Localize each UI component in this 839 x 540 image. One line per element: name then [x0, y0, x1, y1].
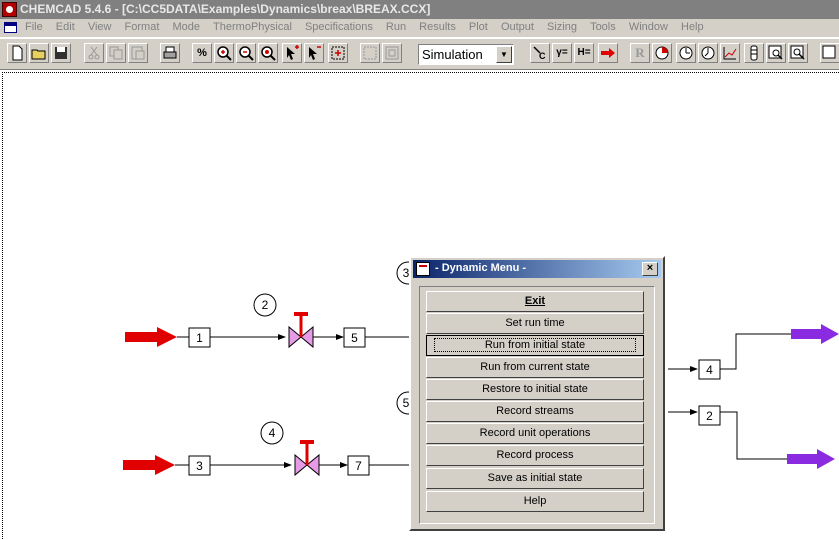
zoom-window-icon[interactable]: [766, 43, 786, 63]
gamma-settings-button[interactable]: γ=: [552, 43, 572, 63]
window-title: CHEMCAD 5.4.6 - [C:\CC5DATA\Examples\Dyn…: [20, 2, 431, 16]
zoom-in-icon[interactable]: [214, 43, 234, 63]
check-connectivity-icon[interactable]: C: [530, 43, 550, 63]
unit-circle-label: 2: [262, 298, 269, 312]
flowsheet-drawing: 1 3 5 7 4 2 2 4: [123, 261, 839, 477]
exit-button[interactable]: Exit: [426, 291, 644, 312]
stream-box-label: 2: [706, 409, 713, 423]
add-pointer-icon[interactable]: [282, 43, 302, 63]
menu-output[interactable]: Output: [500, 21, 534, 33]
zoom-extents-icon[interactable]: [820, 43, 839, 63]
flowsheet-canvas[interactable]: 1 3 5 7 4 2 2 4: [2, 72, 839, 539]
mode-select-value: Simulation: [422, 47, 483, 62]
stream-box-label: 3: [196, 459, 203, 473]
record-unit-operations-button[interactable]: Record unit operations: [426, 423, 644, 444]
unit-circle-label: 3: [403, 266, 410, 280]
print-icon[interactable]: [160, 43, 180, 63]
title-bar: CHEMCAD 5.4.6 - [C:\CC5DATA\Examples\Dyn…: [0, 0, 839, 19]
menu-format[interactable]: Format: [124, 21, 160, 33]
zoom-percent-button[interactable]: %: [192, 43, 212, 63]
stream-line: [720, 411, 793, 460]
menu-file[interactable]: File: [25, 21, 43, 33]
unit-circle-4[interactable]: 4: [260, 421, 284, 445]
menu-view[interactable]: View: [87, 21, 112, 33]
new-file-icon[interactable]: [7, 43, 27, 63]
feed-arrow-lower: [123, 455, 175, 475]
zoom-out-icon[interactable]: [236, 43, 256, 63]
stream-box-1[interactable]: 1: [188, 327, 211, 348]
record-process-button[interactable]: Record process: [426, 445, 644, 466]
run-arrow-icon[interactable]: [598, 43, 618, 63]
group-select-icon[interactable]: [360, 43, 380, 63]
save-disk-icon[interactable]: [51, 43, 71, 63]
svg-text:C: C: [539, 51, 546, 61]
select-region-icon[interactable]: [328, 43, 348, 63]
valve-upper[interactable]: [288, 312, 314, 349]
menu-tools[interactable]: Tools: [590, 21, 616, 33]
record-streams-button[interactable]: Record streams: [426, 401, 644, 422]
stream-box-label: 4: [706, 363, 713, 377]
copy-icon[interactable]: [106, 43, 126, 63]
help-button[interactable]: Help: [426, 491, 644, 512]
enthalpy-settings-button[interactable]: H=: [574, 43, 594, 63]
ungroup-icon[interactable]: [382, 43, 402, 63]
main-toolbar: % Simulation ▼ C γ= H= R: [0, 38, 839, 70]
menu-window[interactable]: Window: [628, 21, 668, 33]
menu-mode[interactable]: Mode: [172, 21, 200, 33]
chemcad-app-icon[interactable]: [2, 2, 17, 17]
document-icon: [416, 262, 430, 276]
menu-bar: File Edit View Format Mode ThermoPhysica…: [0, 19, 839, 37]
dialog-title: - Dynamic Menu -: [435, 262, 527, 274]
stream-box-label: 7: [355, 459, 362, 473]
dialog-button-panel: Exit Set run time Run from initial state…: [419, 286, 655, 524]
zoom-page-icon[interactable]: [788, 43, 808, 63]
unit-circle-2[interactable]: 2: [253, 293, 277, 317]
report-button[interactable]: R: [630, 43, 650, 63]
menu-sizing[interactable]: Sizing: [547, 21, 577, 33]
unit-circle-label: 4: [269, 426, 276, 440]
document-window-icon[interactable]: [4, 22, 17, 33]
set-run-time-button[interactable]: Set run time: [426, 313, 644, 334]
pie-chart-icon[interactable]: [652, 43, 672, 63]
chevron-down-icon[interactable]: ▼: [496, 46, 512, 63]
tower-icon[interactable]: [744, 43, 764, 63]
save-as-initial-state-button[interactable]: Save as initial state: [426, 468, 644, 489]
valve-lower[interactable]: [294, 440, 320, 477]
paste-icon[interactable]: [128, 43, 148, 63]
stream-box-label: 1: [196, 331, 203, 345]
menu-plot[interactable]: Plot: [468, 21, 488, 33]
product-arrow-lower: [787, 449, 835, 469]
menu-run[interactable]: Run: [385, 21, 407, 33]
feed-arrow-upper: [125, 327, 177, 347]
stream-box-2[interactable]: 2: [698, 405, 721, 426]
stream-box-5[interactable]: 5: [343, 327, 366, 348]
open-folder-icon[interactable]: [29, 43, 49, 63]
remove-pointer-icon[interactable]: [304, 43, 324, 63]
cut-icon[interactable]: [84, 43, 104, 63]
run-from-current-state-button[interactable]: Run from current state: [426, 357, 644, 378]
product-arrow-upper: [791, 324, 839, 344]
stream-box-3[interactable]: 3: [188, 455, 211, 476]
menu-results[interactable]: Results: [419, 21, 456, 33]
menu-help[interactable]: Help: [681, 21, 704, 33]
stream-box-4[interactable]: 4: [698, 359, 721, 380]
dialog-title-bar[interactable]: - Dynamic Menu - ×: [413, 260, 661, 278]
stream-line: [720, 333, 793, 370]
clock-icon[interactable]: [676, 43, 696, 63]
close-icon[interactable]: ×: [642, 262, 658, 276]
mode-select[interactable]: Simulation ▼: [418, 44, 514, 65]
plot-chart-icon[interactable]: [720, 43, 740, 63]
run-from-initial-state-button[interactable]: Run from initial state: [426, 335, 644, 356]
menu-thermophysical[interactable]: ThermoPhysical: [213, 21, 292, 33]
stream-box-7[interactable]: 7: [347, 455, 370, 476]
stream-box-label: 5: [351, 331, 358, 345]
zoom-fit-icon[interactable]: [258, 43, 278, 63]
restore-to-initial-state-button[interactable]: Restore to initial state: [426, 379, 644, 400]
menu-specifications[interactable]: Specifications: [304, 21, 373, 33]
timer-icon[interactable]: [698, 43, 718, 63]
dynamic-menu-dialog: - Dynamic Menu - × Exit Set run time Run…: [409, 256, 665, 531]
run-from-initial-state-label: Run from initial state: [433, 338, 637, 352]
unit-circle-label: 5: [403, 396, 410, 410]
menu-edit[interactable]: Edit: [55, 21, 75, 33]
